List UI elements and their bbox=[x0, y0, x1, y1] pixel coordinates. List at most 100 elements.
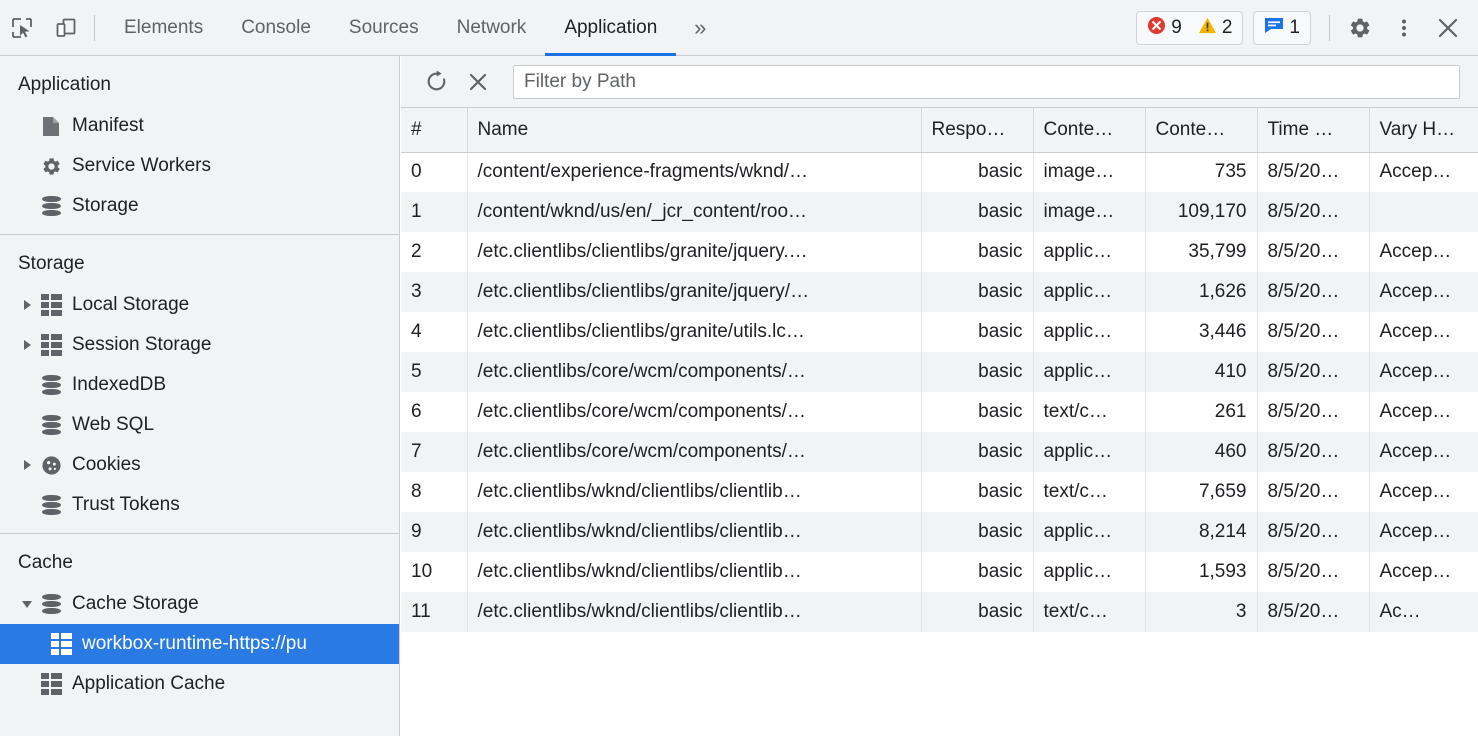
table-row[interactable]: 1 /content/wknd/us/en/_jcr_content/roo… … bbox=[401, 192, 1478, 232]
chevron-right-icon[interactable] bbox=[18, 460, 36, 470]
sidebar-item-label: Web SQL bbox=[72, 414, 155, 435]
cell-name: /etc.clientlibs/core/wcm/components/… bbox=[467, 432, 922, 472]
cell-content-length: 7,659 bbox=[1145, 472, 1258, 512]
cache-entry-preview-pane bbox=[401, 637, 1478, 736]
database-icon bbox=[38, 196, 64, 216]
sidebar-item-cache-storage[interactable]: Cache Storage bbox=[0, 584, 399, 624]
sidebar-item-label: Service Workers bbox=[72, 155, 212, 176]
column-header-content-length[interactable]: Conte… bbox=[1145, 108, 1258, 153]
column-header-name[interactable]: Name bbox=[467, 108, 922, 153]
more-vertical-icon[interactable] bbox=[1382, 8, 1426, 48]
sidebar-item-local-storage[interactable]: Local Storage bbox=[0, 285, 399, 325]
sidebar-item-indexeddb[interactable]: IndexedDB bbox=[0, 365, 399, 405]
filter-by-path-input[interactable] bbox=[513, 64, 1460, 99]
sidebar-item-storage[interactable]: Storage bbox=[0, 186, 399, 226]
cell-time-cached: 8/5/20… bbox=[1257, 392, 1370, 432]
gear-icon[interactable] bbox=[1338, 8, 1382, 48]
tab-console[interactable]: Console bbox=[222, 0, 330, 56]
cell-content-type: image… bbox=[1033, 192, 1146, 232]
sidebar-item-trust-tokens[interactable]: Trust Tokens bbox=[0, 485, 399, 525]
error-count: 9 bbox=[1171, 17, 1182, 38]
application-sidebar: Application Manifest Ser bbox=[0, 56, 400, 736]
cell-content-type: applic… bbox=[1033, 272, 1146, 312]
warning-icon bbox=[1198, 16, 1217, 40]
tab-elements[interactable]: Elements bbox=[105, 0, 222, 56]
sidebar-item-service-workers[interactable]: Service Workers bbox=[0, 146, 399, 186]
chevron-down-icon[interactable] bbox=[18, 600, 36, 608]
cell-response-type: basic bbox=[921, 472, 1034, 512]
cell-name: /content/experience-fragments/wknd/… bbox=[467, 152, 922, 192]
table-row[interactable]: 9 /etc.clientlibs/wknd/clientlibs/client… bbox=[401, 512, 1478, 552]
cell-vary-header bbox=[1369, 192, 1478, 232]
cell-index: 9 bbox=[401, 512, 468, 552]
table-row[interactable]: 11 /etc.clientlibs/wknd/clientlibs/clien… bbox=[401, 592, 1478, 632]
cell-time-cached: 8/5/20… bbox=[1257, 152, 1370, 192]
cell-name: /etc.clientlibs/core/wcm/components/… bbox=[467, 352, 922, 392]
sidebar-item-manifest[interactable]: Manifest bbox=[0, 106, 399, 146]
chevron-right-icon[interactable] bbox=[18, 340, 36, 350]
tab-application[interactable]: Application bbox=[545, 0, 677, 56]
table-row[interactable]: 2 /etc.clientlibs/clientlibs/granite/jqu… bbox=[401, 232, 1478, 272]
cell-content-type: applic… bbox=[1033, 512, 1146, 552]
sidebar-item-session-storage[interactable]: Session Storage bbox=[0, 325, 399, 365]
tab-network[interactable]: Network bbox=[438, 0, 546, 56]
grid-header-row: # Name Respo… Conte… Conte… Time … Vary … bbox=[401, 108, 1478, 153]
device-toolbar-icon[interactable] bbox=[44, 8, 88, 48]
table-row[interactable]: 3 /etc.clientlibs/clientlibs/granite/jqu… bbox=[401, 272, 1478, 312]
cell-index: 2 bbox=[401, 232, 468, 272]
column-header-index[interactable]: # bbox=[401, 108, 468, 153]
toolbar-divider-right bbox=[1329, 14, 1330, 41]
table-icon bbox=[38, 673, 64, 695]
error-icon bbox=[1147, 16, 1166, 40]
tab-label: Console bbox=[241, 16, 311, 38]
cell-response-type: basic bbox=[921, 432, 1034, 472]
cell-vary-header: Accep… bbox=[1369, 472, 1478, 512]
table-row[interactable]: 4 /etc.clientlibs/clientlibs/granite/uti… bbox=[401, 312, 1478, 352]
cell-time-cached: 8/5/20… bbox=[1257, 552, 1370, 592]
inspect-element-icon[interactable] bbox=[0, 8, 44, 48]
cell-name: /content/wknd/us/en/_jcr_content/roo… bbox=[467, 192, 922, 232]
cell-index: 3 bbox=[401, 272, 468, 312]
cell-time-cached: 8/5/20… bbox=[1257, 232, 1370, 272]
column-header-vary-header[interactable]: Vary H… bbox=[1369, 108, 1478, 153]
cache-filter-toolbar bbox=[401, 56, 1478, 108]
refresh-icon[interactable] bbox=[415, 63, 457, 101]
cell-content-type: image… bbox=[1033, 152, 1146, 192]
sidebar-item-web-sql[interactable]: Web SQL bbox=[0, 405, 399, 445]
warning-count: 2 bbox=[1221, 17, 1233, 38]
tab-sources[interactable]: Sources bbox=[330, 0, 438, 56]
close-icon[interactable] bbox=[1426, 8, 1470, 48]
table-row[interactable]: 5 /etc.clientlibs/core/wcm/components/… … bbox=[401, 352, 1478, 392]
sidebar-item-application-cache[interactable]: Application Cache bbox=[0, 664, 399, 704]
sidebar-item-cookies[interactable]: Cookies bbox=[0, 445, 399, 485]
table-row[interactable]: 8 /etc.clientlibs/wknd/clientlibs/client… bbox=[401, 472, 1478, 512]
sidebar-section-storage: Storage Local Storage Session Storage bbox=[0, 235, 399, 534]
cell-content-length: 410 bbox=[1145, 352, 1258, 392]
cell-time-cached: 8/5/20… bbox=[1257, 512, 1370, 552]
sidebar-section-cache: Cache Cache Storage workbox-runtime-http… bbox=[0, 534, 399, 712]
table-row[interactable]: 6 /etc.clientlibs/core/wcm/components/… … bbox=[401, 392, 1478, 432]
cell-name: /etc.clientlibs/clientlibs/granite/jquer… bbox=[467, 272, 922, 312]
tab-label: Application bbox=[564, 16, 658, 38]
tab-label: Elements bbox=[124, 16, 204, 38]
table-icon bbox=[38, 334, 64, 356]
sidebar-item-workbox-runtime[interactable]: workbox-runtime-https://pu bbox=[0, 624, 399, 664]
clear-cache-icon[interactable] bbox=[457, 63, 499, 101]
more-tabs-icon[interactable]: » bbox=[694, 14, 707, 40]
cell-name: /etc.clientlibs/clientlibs/granite/utils… bbox=[467, 312, 922, 352]
cell-response-type: basic bbox=[921, 312, 1034, 352]
issues-counter[interactable]: 9 2 bbox=[1136, 10, 1244, 45]
section-title-cache: Cache bbox=[18, 552, 73, 573]
cell-content-length: 460 bbox=[1145, 432, 1258, 472]
cell-index: 0 bbox=[401, 152, 468, 192]
column-header-response-type[interactable]: Respo… bbox=[921, 108, 1034, 153]
cell-response-type: basic bbox=[921, 352, 1034, 392]
column-header-content-type[interactable]: Conte… bbox=[1033, 108, 1146, 153]
table-row[interactable]: 0 /content/experience-fragments/wknd/… b… bbox=[401, 152, 1478, 192]
table-row[interactable]: 10 /etc.clientlibs/wknd/clientlibs/clien… bbox=[401, 552, 1478, 592]
chevron-right-icon[interactable] bbox=[18, 300, 36, 310]
cell-time-cached: 8/5/20… bbox=[1257, 352, 1370, 392]
column-header-time-cached[interactable]: Time … bbox=[1257, 108, 1370, 153]
messages-counter[interactable]: 1 bbox=[1253, 10, 1311, 45]
table-row[interactable]: 7 /etc.clientlibs/core/wcm/components/… … bbox=[401, 432, 1478, 472]
